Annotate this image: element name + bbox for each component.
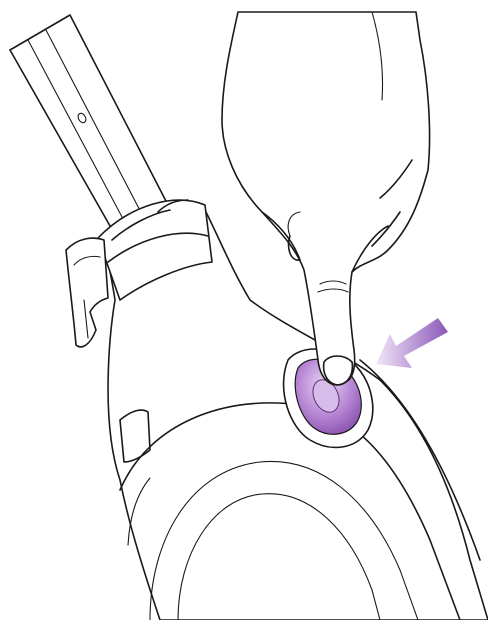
steamer-body [66,200,488,620]
press-arrow-icon [376,318,448,368]
